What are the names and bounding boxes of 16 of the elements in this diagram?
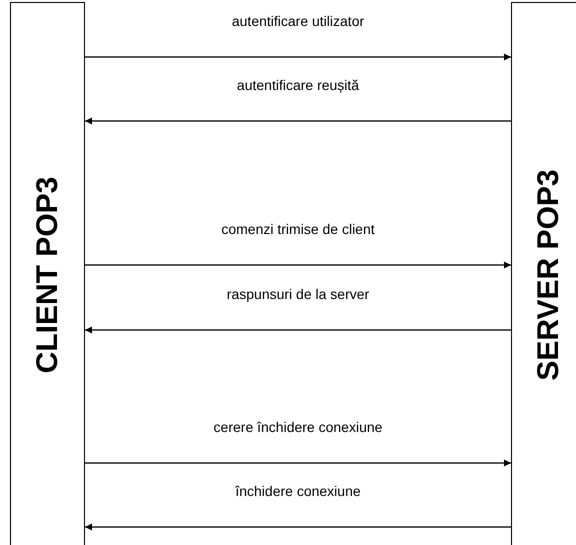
edge-label: autentificare utilizator xyxy=(230,13,366,29)
participant-label: SERVER POP3 xyxy=(532,169,566,381)
edge-label: raspunsuri de la server xyxy=(224,286,372,302)
edge-label: cerere închidere conexiune xyxy=(212,419,384,435)
participant-label: CLIENT POP3 xyxy=(30,176,64,374)
arrow xyxy=(85,326,511,334)
lifeline-box xyxy=(10,2,85,545)
arrow xyxy=(85,460,511,466)
lifeline-box xyxy=(511,2,576,545)
arrow xyxy=(85,118,511,124)
arrow xyxy=(85,262,511,268)
edge-label: comenzi trimise de client xyxy=(219,221,377,237)
arrow xyxy=(85,54,511,60)
edge-label: autentificare reușită xyxy=(234,77,362,93)
arrow xyxy=(85,524,511,530)
edge-label: închidere conexiune xyxy=(233,483,363,499)
